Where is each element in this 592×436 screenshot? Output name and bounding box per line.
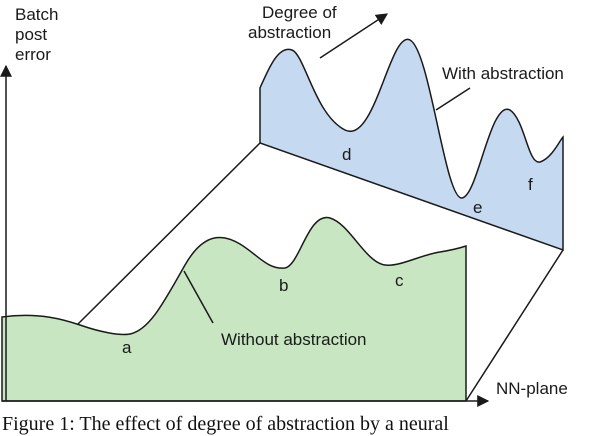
depth-axis-label-line2: abstraction [248, 23, 331, 42]
depth-axis-label-line1: Degree of [262, 3, 337, 22]
point-label-d: d [342, 145, 351, 164]
y-axis-label-line3: error [15, 45, 51, 64]
y-axis-label-line1: Batch [15, 5, 58, 24]
figure-caption: Figure 1: The effect of degree of abstra… [2, 413, 449, 435]
depth-axis [319, 13, 389, 59]
x-axis-label: NN-plane [496, 379, 568, 398]
point-label-b: b [279, 276, 288, 295]
without-abstraction-label: Without abstraction [221, 330, 367, 349]
y-axis-label-line2: post [15, 25, 47, 44]
with-abstraction-surface [259, 38, 564, 252]
point-label-a: a [122, 338, 132, 357]
point-label-f: f [528, 175, 533, 194]
perspective-line-left [76, 142, 261, 326]
without-abstraction-leader [183, 270, 214, 324]
with-abstraction-leader [435, 87, 471, 111]
point-label-c: c [395, 271, 404, 290]
point-label-e: e [473, 198, 482, 217]
with-abstraction-label: With abstraction [442, 64, 564, 83]
without-abstraction-surface [1, 217, 467, 402]
perspective-line-right [465, 249, 564, 402]
